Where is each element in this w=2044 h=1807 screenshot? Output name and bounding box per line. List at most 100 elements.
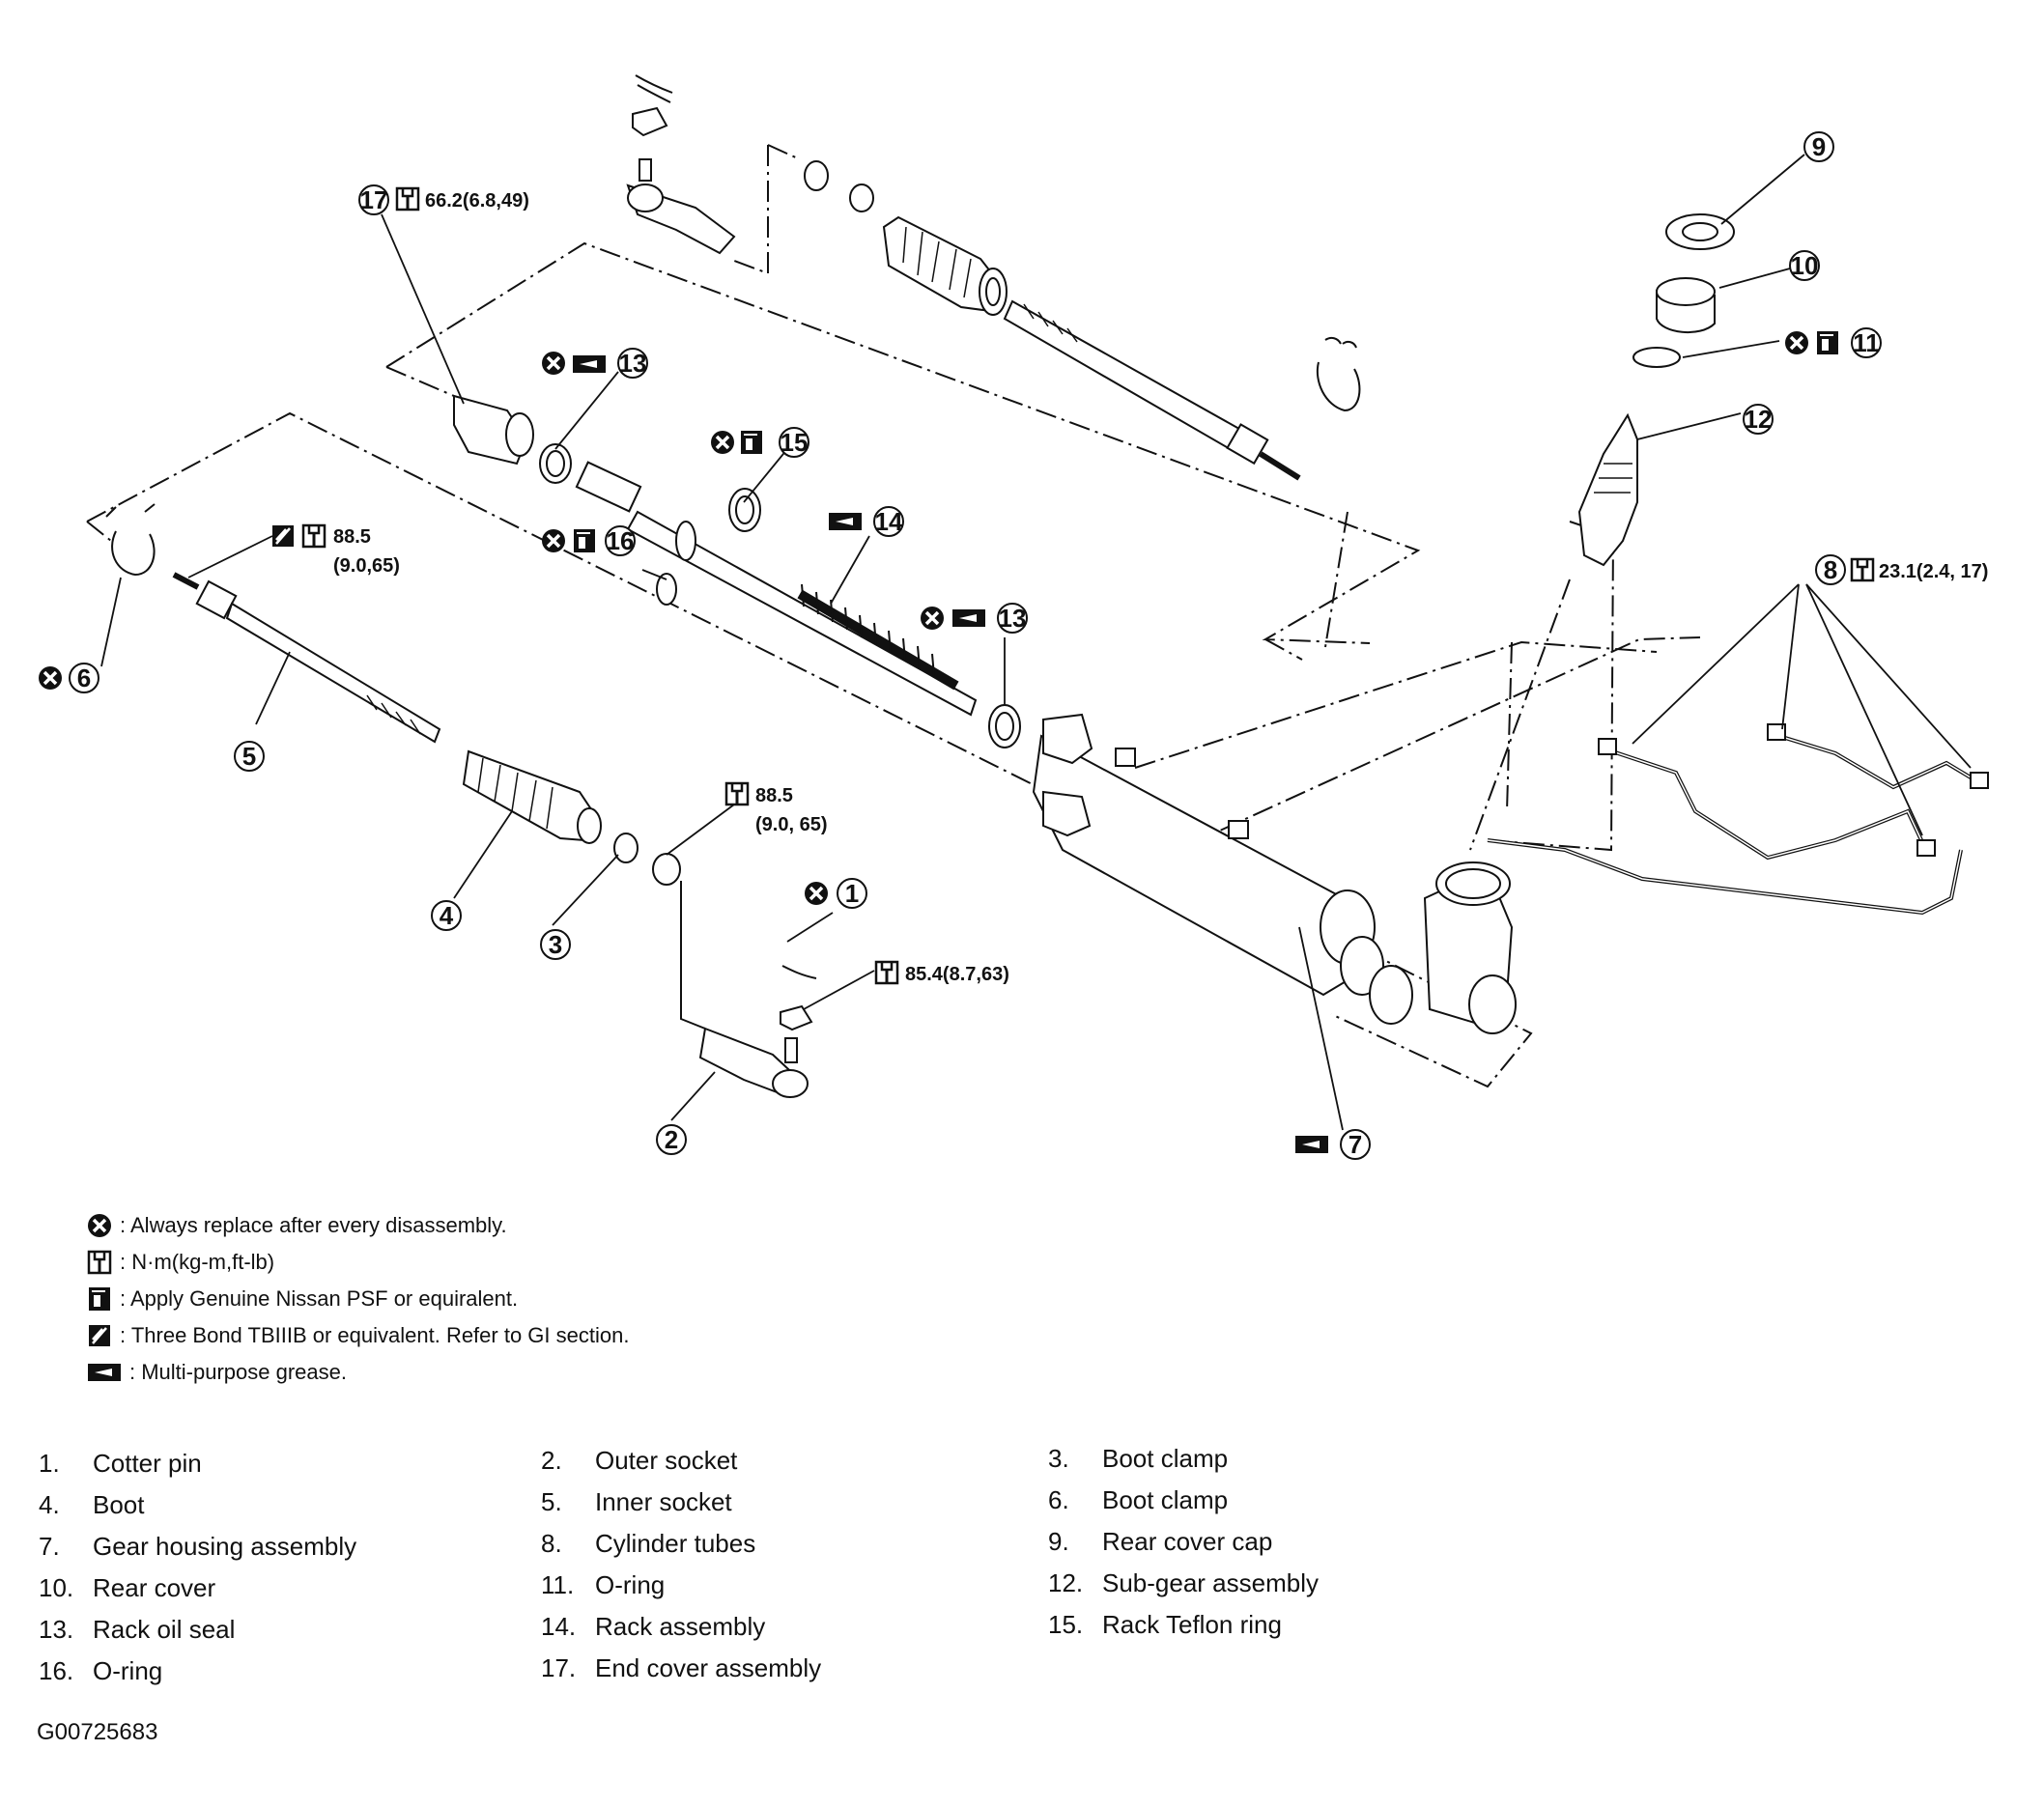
callout-5-torque: 88.5 (9.0,65) bbox=[270, 523, 400, 577]
psf-fluid-icon bbox=[1816, 330, 1839, 355]
legend-row-torque: : N·m(kg-m,ft-lb) bbox=[85, 1244, 629, 1281]
replace-icon bbox=[540, 527, 567, 554]
torque-spec-17: 66.2(6.8,49) bbox=[425, 190, 529, 212]
part-name: Boot clamp bbox=[1102, 1485, 1229, 1514]
callout-6: 6 bbox=[37, 663, 99, 693]
part-name: O-ring bbox=[595, 1570, 666, 1599]
callout-5-number: 5 bbox=[242, 742, 256, 771]
callout-11-number: 11 bbox=[1853, 328, 1880, 357]
rack-assembly bbox=[626, 510, 1021, 748]
callout-15-number: 15 bbox=[781, 428, 809, 457]
callout-7: 7 bbox=[1294, 1129, 1371, 1160]
grease-icon bbox=[85, 1360, 124, 1385]
symbol-legend: : Always replace after every disassembly… bbox=[85, 1207, 629, 1391]
sealant-icon bbox=[270, 523, 296, 549]
callout-13-upper-number: 13 bbox=[619, 349, 647, 378]
callout-1-torque: 85.4(8.7,63) bbox=[874, 960, 1009, 985]
callout-16: 16 bbox=[540, 525, 636, 556]
list-item: 8.Cylinder tubes bbox=[541, 1529, 755, 1559]
replace-icon bbox=[1783, 329, 1810, 356]
callout-13-lower-number: 13 bbox=[999, 604, 1027, 633]
torque-wrench-icon bbox=[301, 523, 326, 549]
lower-outer-socket bbox=[680, 881, 817, 1098]
upper-outer-socket bbox=[626, 74, 736, 255]
part-name: Rack assembly bbox=[595, 1612, 766, 1641]
lower-boot bbox=[462, 749, 681, 886]
part-name: Rack Teflon ring bbox=[1102, 1610, 1282, 1639]
part-name: Sub-gear assembly bbox=[1102, 1568, 1319, 1597]
list-item: 17.End cover assembly bbox=[541, 1653, 821, 1683]
legend-row-grease: : Multi-purpose grease. bbox=[85, 1354, 629, 1391]
callout-5: 5 bbox=[234, 741, 265, 772]
callout-7-number: 7 bbox=[1348, 1130, 1362, 1159]
callout-10-number: 10 bbox=[1791, 251, 1819, 280]
part-number: 13. bbox=[39, 1615, 74, 1644]
leader-lines bbox=[100, 154, 1972, 1131]
callout-8-number: 8 bbox=[1824, 555, 1837, 584]
torque-spec-8: 23.1(2.4, 17) bbox=[1879, 561, 1988, 582]
callout-9: 9 bbox=[1803, 131, 1834, 162]
part-number: 16. bbox=[39, 1656, 74, 1685]
psf-fluid-icon bbox=[573, 528, 596, 553]
sub-gear-and-rear-cover bbox=[1577, 213, 1735, 567]
torque-spec-5-line2: (9.0,65) bbox=[333, 555, 400, 577]
part-number: 8. bbox=[541, 1529, 562, 1558]
replace-icon bbox=[919, 605, 946, 632]
part-name: Rack oil seal bbox=[93, 1615, 236, 1644]
legend-row-replace: : Always replace after every disassembly… bbox=[85, 1207, 629, 1244]
psf-fluid-icon bbox=[740, 430, 763, 455]
callout-2: 2 bbox=[656, 1124, 687, 1155]
part-number: 2. bbox=[541, 1446, 562, 1475]
part-number: 11. bbox=[541, 1570, 575, 1599]
callout-4-number: 4 bbox=[440, 901, 454, 930]
grease-icon bbox=[828, 512, 863, 531]
part-name: Boot bbox=[93, 1490, 145, 1519]
part-number: 15. bbox=[1048, 1610, 1084, 1639]
callout-12: 12 bbox=[1743, 404, 1774, 435]
list-item: 4. Boot bbox=[39, 1490, 145, 1520]
exploded-view-diagram: 17 66.2(6.8,49) 13 15 16 14 13 9 10 bbox=[37, 74, 1989, 1160]
list-item: 1.Cotter pin bbox=[39, 1449, 202, 1479]
torque-wrench-icon bbox=[874, 960, 899, 985]
torque-spec-3-line2: (9.0, 65) bbox=[755, 814, 827, 835]
callout-14-number: 14 bbox=[875, 507, 903, 536]
grease-icon bbox=[1294, 1135, 1329, 1154]
callout-3-number: 3 bbox=[549, 930, 562, 959]
list-item: 5.Inner socket bbox=[541, 1487, 732, 1517]
part-number: 14. bbox=[541, 1612, 577, 1641]
callout-13-upper: 13 bbox=[540, 348, 648, 379]
callout-17-number: 17 bbox=[360, 185, 388, 214]
legend-row-psf: : Apply Genuine Nissan PSF or equiralent… bbox=[85, 1281, 629, 1317]
torque-wrench-icon bbox=[1850, 557, 1875, 582]
list-item: 14. Rack assembly bbox=[541, 1612, 765, 1642]
cylinder-tubes bbox=[1487, 723, 1989, 916]
part-number: 10. bbox=[39, 1573, 74, 1602]
part-number: 3. bbox=[1048, 1444, 1069, 1473]
replace-icon bbox=[85, 1213, 114, 1238]
end-cover-and-seals bbox=[453, 394, 761, 606]
list-item: 11. O-ring bbox=[541, 1570, 665, 1600]
replace-icon bbox=[803, 880, 830, 907]
legend-row-sealant: : Three Bond TBIIIB or equivalent. Refer… bbox=[85, 1317, 629, 1354]
list-item: 13. Rack oil seal bbox=[39, 1615, 235, 1645]
part-name: Inner socket bbox=[595, 1487, 732, 1516]
legend-text-replace: : Always replace after every disassembly… bbox=[120, 1213, 507, 1237]
list-item: 6. Boot clamp bbox=[1048, 1485, 1228, 1515]
legend-text-torque: : N·m(kg-m,ft-lb) bbox=[120, 1250, 275, 1274]
callout-3: 3 bbox=[540, 929, 571, 960]
part-number: 6. bbox=[1048, 1485, 1069, 1514]
replace-icon bbox=[37, 664, 64, 692]
callout-4: 4 bbox=[431, 900, 462, 931]
part-number: 4. bbox=[39, 1490, 60, 1519]
grease-icon bbox=[951, 608, 986, 628]
gear-housing-assembly bbox=[1032, 713, 1517, 1034]
torque-spec-1: 85.4(8.7,63) bbox=[905, 964, 1009, 985]
callout-3-torque: 88.5 (9.0, 65) bbox=[724, 781, 827, 835]
part-name: Rear cover cap bbox=[1102, 1527, 1273, 1556]
list-item: 3.Boot clamp bbox=[1048, 1444, 1228, 1474]
callout-13-lower: 13 bbox=[919, 603, 1028, 634]
callout-1-number: 1 bbox=[845, 879, 859, 908]
legend-text-sealant: : Three Bond TBIIIB or equivalent. Refer… bbox=[120, 1323, 630, 1347]
list-item: 10.Rear cover bbox=[39, 1573, 215, 1603]
part-name: End cover assembly bbox=[595, 1653, 822, 1682]
